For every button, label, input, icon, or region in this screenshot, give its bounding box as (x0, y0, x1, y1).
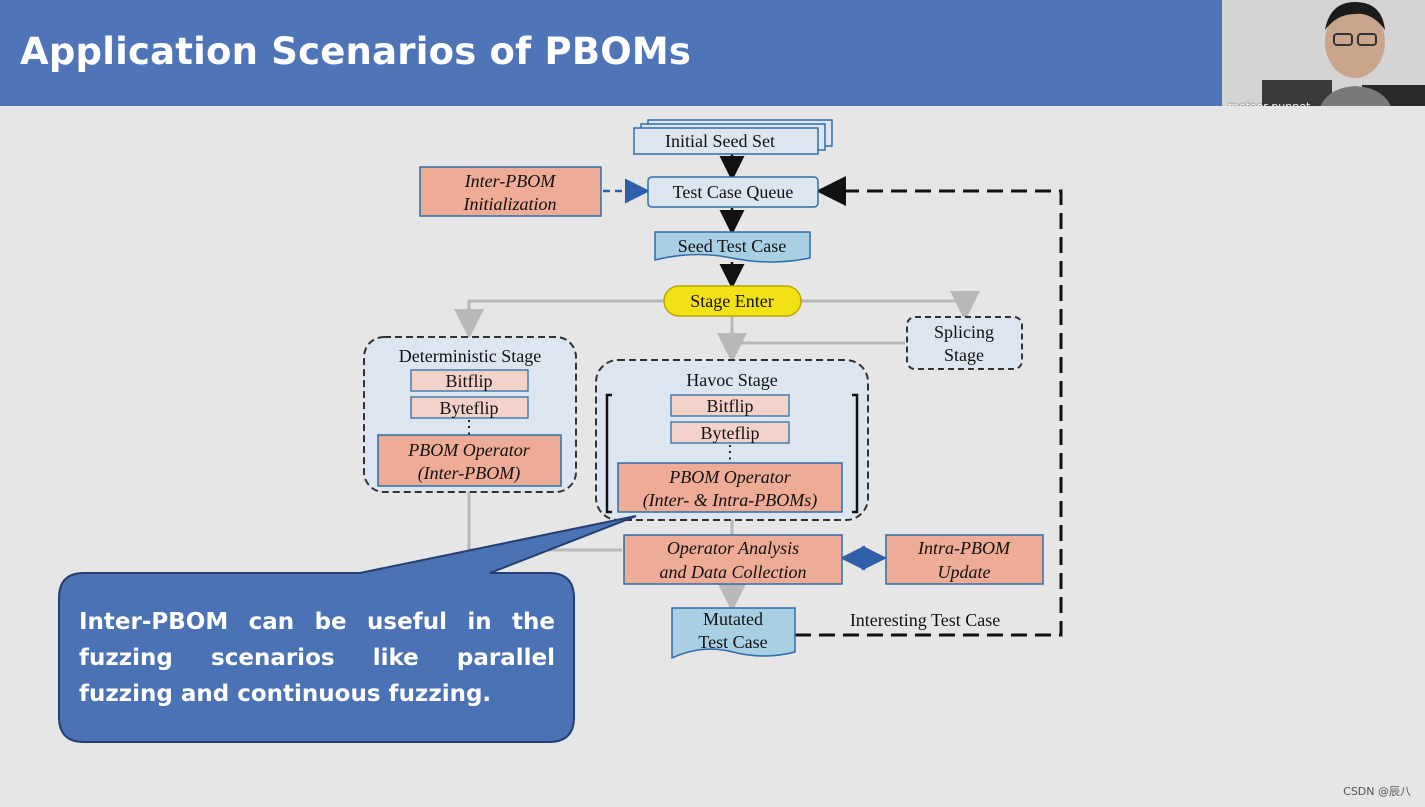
seed-test-case-box: Seed Test Case (654, 231, 811, 263)
mutated-line2: Test Case (698, 632, 767, 652)
test-case-queue-box: Test Case Queue (647, 176, 819, 208)
mutated-line1: Mutated (703, 609, 763, 629)
hav-bitflip-label: Bitflip (706, 396, 753, 416)
splicing-stage-box: Splicing Stage (906, 316, 1023, 370)
det-pbom-line2: (Inter-PBOM) (418, 463, 521, 484)
op-analysis-line2: and Data Collection (660, 562, 807, 582)
operator-analysis-box: Operator Analysis and Data Collection (623, 534, 843, 585)
havoc-stage-group: Havoc Stage Bitflip Byteflip ⋮ PBOM Oper… (595, 359, 869, 521)
hav-ellipsis: ⋮ (721, 442, 739, 462)
test-case-queue-label: Test Case Queue (673, 182, 794, 202)
deterministic-stage-group: Deterministic Stage Bitflip Byteflip ⋮ P… (363, 336, 577, 493)
det-byteflip-label: Byteflip (440, 398, 499, 418)
slide-header: Application Scenarios of PBOMs (0, 0, 1222, 106)
slide-title: Application Scenarios of PBOMs (20, 30, 692, 73)
stage-enter-label: Stage Enter (690, 291, 773, 311)
callout-bubble (58, 515, 637, 743)
stage-enter-node: Stage Enter (663, 285, 802, 317)
det-bitflip-label: Bitflip (445, 371, 492, 391)
interesting-test-case-label: Interesting Test Case (850, 610, 1000, 630)
callout-text: Inter-PBOM can be useful in the fuzzing … (79, 609, 555, 707)
hav-byteflip-label: Byteflip (701, 423, 760, 443)
splicing-line2: Stage (944, 345, 984, 365)
inter-pbom-init-line1: Inter-PBOM (464, 171, 557, 191)
inter-pbom-init-line2: Initialization (462, 194, 556, 214)
gray-flow-lines (454, 291, 980, 612)
det-pbom-line1: PBOM Operator (407, 440, 530, 460)
intra-update-line1: Intra-PBOM (917, 538, 1011, 558)
hav-pbom-line1: PBOM Operator (668, 467, 791, 487)
watermark: CSDN @辰八 (1343, 785, 1411, 798)
splicing-line1: Splicing (934, 322, 994, 342)
op-analysis-line1: Operator Analysis (667, 538, 799, 558)
det-ellipsis: ⋮ (460, 417, 478, 437)
intra-update-line2: Update (938, 562, 991, 582)
mutated-test-case-box: Mutated Test Case (671, 607, 796, 660)
seed-test-case-label: Seed Test Case (678, 236, 786, 256)
intra-pbom-update-box: Intra-PBOM Update (885, 534, 1044, 585)
initial-seed-set-label: Initial Seed Set (665, 131, 775, 151)
inter-pbom-init-box: Inter-PBOM Initialization (419, 166, 602, 217)
havoc-stage-label: Havoc Stage (686, 370, 777, 390)
hav-pbom-line2: (Inter- & Intra-PBOMs) (643, 490, 818, 511)
feedback-loop-arrow (795, 176, 1063, 637)
initial-seed-set-box: Initial Seed Set (633, 119, 833, 155)
deterministic-stage-label: Deterministic Stage (399, 346, 541, 366)
